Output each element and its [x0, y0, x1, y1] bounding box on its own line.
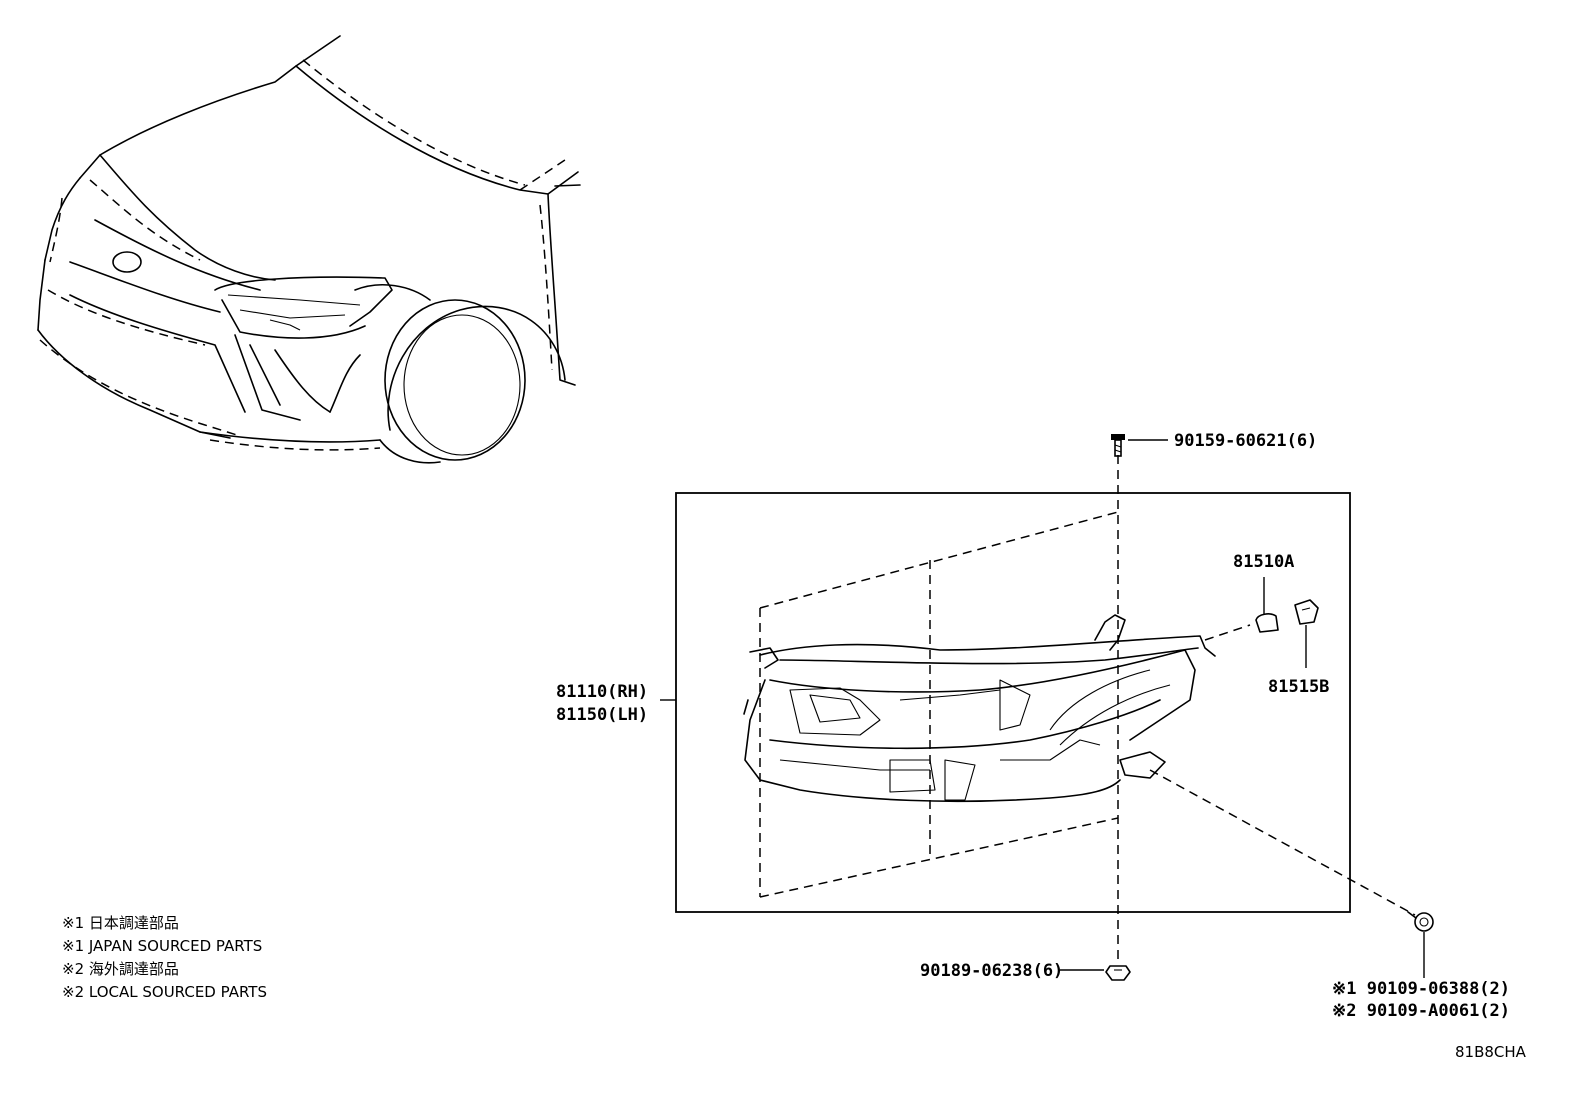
bulb-icon [1255, 613, 1279, 633]
vehicle-front-view [37, 35, 581, 464]
part-number-headlamp-rh: 81110(RH) [556, 682, 648, 702]
part-number-top-screw: 90159-60621(6) [1174, 431, 1317, 451]
socket-icon [1294, 599, 1319, 625]
legend-line: ※2 LOCAL SOURCED PARTS [62, 983, 267, 1001]
headlamp-frame [675, 492, 1351, 913]
leader-lines [660, 439, 1425, 978]
screw-icon [1111, 434, 1125, 457]
part-number-bottom-clip: 90189-06238(6) [920, 961, 1063, 981]
part-number-bulb: 81510A [1233, 552, 1294, 572]
legend-line: ※1 JAPAN SOURCED PARTS [62, 937, 262, 955]
headlamp-assembly [743, 614, 1216, 803]
part-number-bolt-local: ※2 90109-A0061(2) [1332, 1001, 1510, 1021]
legend-line: ※1 日本調達部品 [62, 914, 179, 932]
bolt-icon [1407, 911, 1434, 932]
legend: ※1 日本調達部品 ※1 JAPAN SOURCED PARTS ※2 海外調達… [62, 914, 267, 1001]
part-number-socket: 81515B [1268, 677, 1329, 697]
legend-line: ※2 海外調達部品 [62, 960, 179, 978]
clip-icon [1105, 965, 1131, 981]
part-number-headlamp-lh: 81150(LH) [556, 705, 648, 725]
projection-lines [759, 455, 1416, 965]
part-number-bolt-japan: ※1 90109-06388(2) [1332, 979, 1510, 999]
illustration-code: 81B8CHA [1455, 1043, 1527, 1061]
